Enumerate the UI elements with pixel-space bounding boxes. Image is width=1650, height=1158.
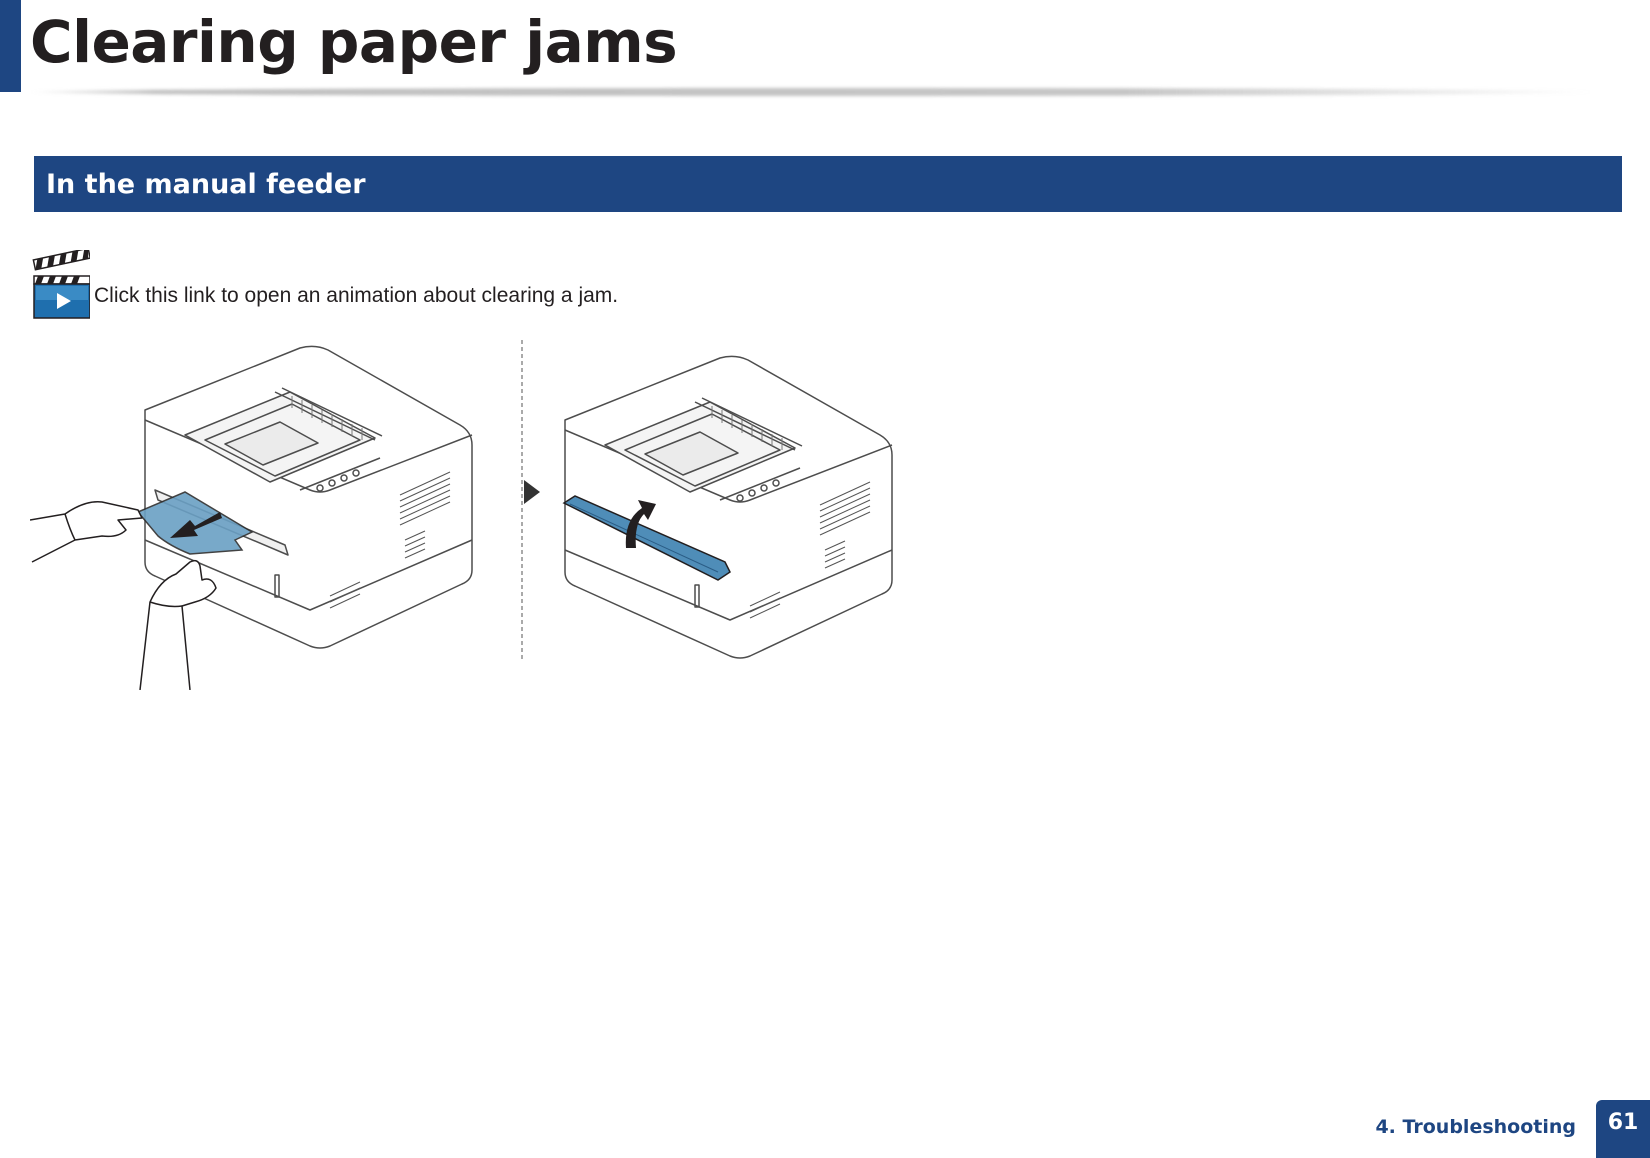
jam-removal-illustration (30, 340, 893, 690)
footer-section-label: 4. Troubleshooting (1375, 1116, 1576, 1138)
title-accent-bar (0, 0, 21, 92)
section-heading: In the manual feeder (46, 168, 366, 200)
pull-arrow-icon (170, 512, 222, 538)
animation-link-text: Click this link to open an animation abo… (94, 284, 619, 307)
page-title: Clearing paper jams (30, 8, 678, 76)
jammed-paper-illustration (136, 491, 254, 555)
close-arrow-icon (625, 500, 656, 548)
printer-step2-illustration (564, 355, 893, 659)
section-header: In the manual feeder (34, 156, 1622, 212)
video-clapperboard-icon (32, 250, 90, 319)
page-number: 61 (1607, 1110, 1639, 1135)
page-number-badge: 61 (1596, 1100, 1650, 1158)
manual-feeder-cover-illustration (562, 495, 731, 581)
hands-illustration (30, 501, 217, 690)
animation-link[interactable]: Click this link to open an animation abo… (32, 250, 618, 320)
title-underline (28, 88, 1598, 96)
next-step-arrow-icon (524, 480, 540, 504)
